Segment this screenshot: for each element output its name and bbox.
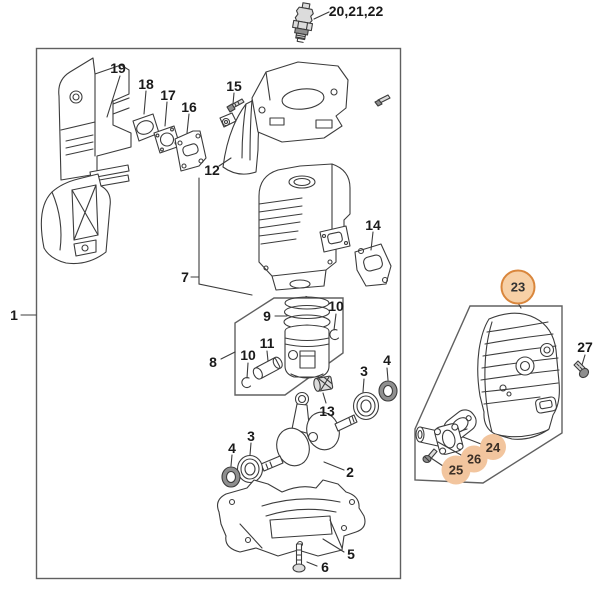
callout-2[interactable]: 2 bbox=[346, 464, 354, 480]
ball-bearing-left-part[interactable] bbox=[236, 454, 264, 484]
callout-10-left[interactable]: 10 bbox=[240, 347, 256, 363]
piston-group-box bbox=[234, 297, 344, 396]
bolt-15-part[interactable] bbox=[226, 98, 245, 113]
callout-12[interactable]: 12 bbox=[204, 162, 220, 178]
needle-bearing-part[interactable] bbox=[313, 375, 334, 392]
circlip-right-part[interactable] bbox=[329, 329, 340, 341]
callout-25-highlighted[interactable]: 25 bbox=[441, 455, 471, 485]
callout-13[interactable]: 13 bbox=[319, 403, 335, 419]
cylinder-part[interactable] bbox=[258, 163, 351, 291]
callout-4-right[interactable]: 4 bbox=[383, 352, 391, 368]
callout-6[interactable]: 6 bbox=[321, 559, 329, 575]
crankshaft-part[interactable] bbox=[260, 391, 358, 472]
callout-15[interactable]: 15 bbox=[226, 78, 242, 94]
oil-seal-left-part[interactable] bbox=[221, 466, 241, 488]
callout-10-right[interactable]: 10 bbox=[328, 298, 344, 314]
muffler-part[interactable] bbox=[477, 312, 560, 440]
callout-18[interactable]: 18 bbox=[138, 76, 154, 92]
main-assembly-box bbox=[35, 47, 402, 580]
callout-7[interactable]: 7 bbox=[181, 269, 189, 285]
callout-23-highlighted[interactable]: 23 bbox=[500, 269, 536, 305]
cylinder-exhaust-gasket-part[interactable] bbox=[354, 243, 392, 287]
callout-3-right[interactable]: 3 bbox=[360, 363, 368, 379]
callout-19[interactable]: 19 bbox=[110, 60, 126, 76]
callout-8[interactable]: 8 bbox=[209, 354, 217, 370]
callout-14[interactable]: 14 bbox=[365, 217, 381, 233]
callout-17[interactable]: 17 bbox=[160, 87, 176, 103]
piston-part[interactable] bbox=[284, 324, 330, 379]
bolt-27-part[interactable] bbox=[573, 360, 590, 379]
circlip-left-part[interactable] bbox=[241, 377, 252, 389]
intake-gasket-part[interactable] bbox=[174, 130, 207, 172]
fan-housing-part[interactable] bbox=[58, 57, 132, 189]
callout-3-left[interactable]: 3 bbox=[247, 428, 255, 444]
bolt-6-part[interactable] bbox=[292, 543, 306, 573]
callout-5[interactable]: 5 bbox=[347, 546, 355, 562]
spark-plug-part[interactable] bbox=[290, 2, 315, 44]
callout-1[interactable]: 1 bbox=[10, 307, 18, 323]
exhaust-flange-part[interactable] bbox=[415, 422, 468, 455]
ball-bearing-right-part[interactable] bbox=[352, 391, 380, 421]
housing-cover-part[interactable] bbox=[40, 173, 111, 265]
callout-4-left[interactable]: 4 bbox=[228, 440, 236, 456]
callout-27[interactable]: 27 bbox=[577, 339, 593, 355]
screw-25-part[interactable] bbox=[422, 448, 438, 464]
callout-11[interactable]: 11 bbox=[259, 335, 275, 351]
callout-16[interactable]: 16 bbox=[181, 99, 197, 115]
muffler-group-box bbox=[414, 305, 563, 484]
piston-pin-part[interactable] bbox=[251, 356, 284, 381]
callout-26-highlighted[interactable]: 26 bbox=[460, 445, 488, 473]
crankcase-part[interactable] bbox=[217, 479, 366, 557]
callout-9[interactable]: 9 bbox=[263, 308, 271, 324]
cylinder-cover-part[interactable] bbox=[251, 61, 391, 143]
oil-seal-right-part[interactable] bbox=[378, 380, 398, 402]
piston-rings-part[interactable] bbox=[283, 295, 331, 330]
leader-lines bbox=[20, 11, 586, 567]
callout-20-21-22[interactable]: 20,21,22 bbox=[328, 3, 384, 19]
